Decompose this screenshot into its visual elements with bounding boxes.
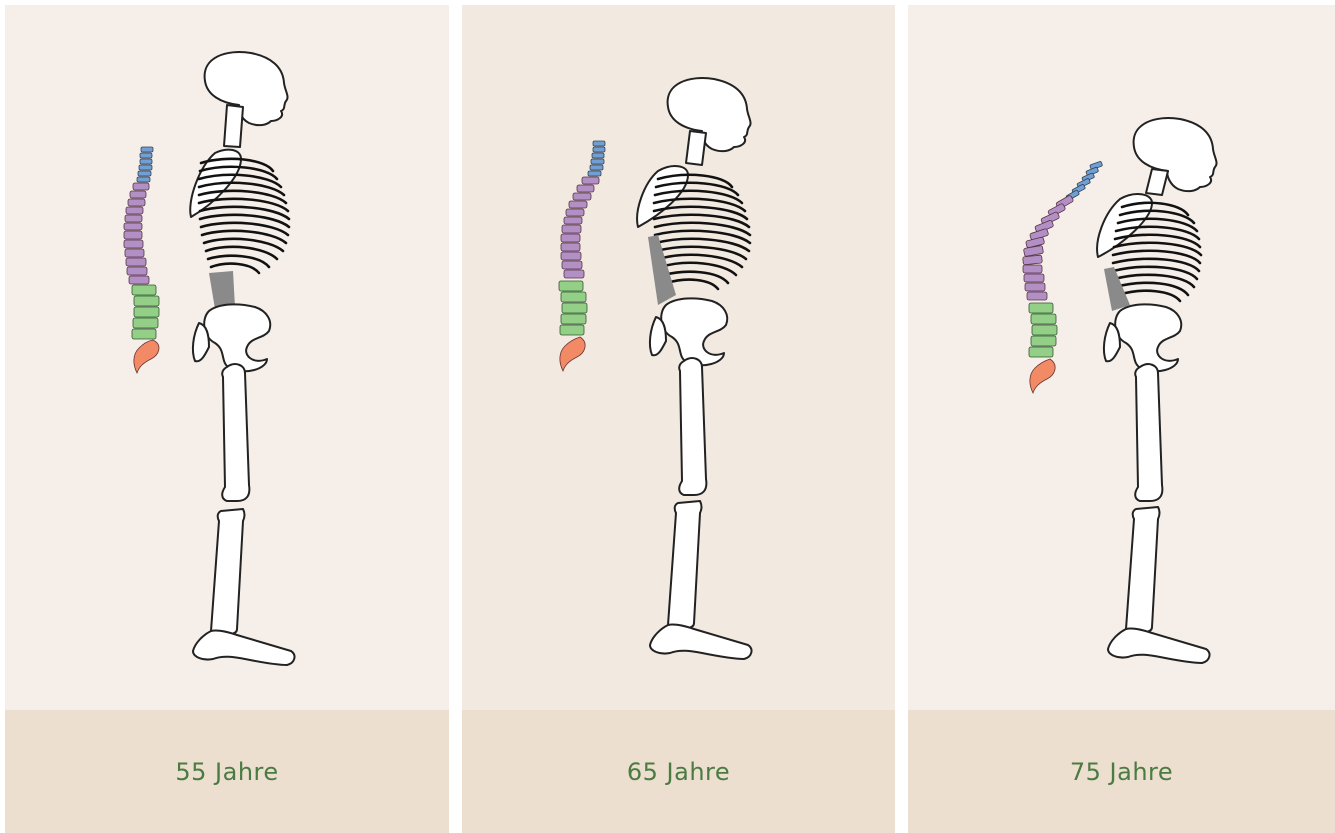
skeleton-illustration — [462, 5, 895, 710]
pelvis-front — [650, 317, 666, 355]
spine-diagram — [1023, 161, 1103, 393]
spine-thoracic — [561, 177, 599, 278]
panel-age-55: 55 Jahre — [5, 5, 449, 833]
skeleton-illustration — [908, 5, 1335, 710]
spine-diagram — [124, 147, 159, 373]
spine-lumbar — [132, 285, 159, 339]
spine-sacrum — [560, 337, 585, 371]
skeleton — [1097, 118, 1216, 663]
tibia — [1126, 507, 1160, 632]
neck — [1146, 169, 1168, 195]
caption-bar: 55 Jahre — [5, 710, 449, 833]
skeleton — [190, 52, 294, 665]
spine-lumbar — [1029, 303, 1057, 357]
skull — [668, 78, 751, 151]
femur — [222, 364, 249, 501]
caption-bar: 75 Jahre — [908, 710, 1335, 833]
spine-cervical — [588, 141, 605, 176]
spine-diagram — [559, 141, 605, 371]
lumbar-column — [1104, 267, 1130, 311]
skeleton-illustration — [5, 5, 449, 710]
spine-thoracic — [1023, 195, 1074, 300]
spine-cervical — [1066, 161, 1103, 201]
pelvis-front — [193, 323, 209, 361]
age-label: 65 Jahre — [627, 758, 730, 786]
neck — [686, 131, 706, 165]
tibia — [668, 501, 702, 628]
lumbar-column — [648, 235, 676, 305]
spine-thoracic — [124, 183, 149, 284]
age-label: 55 Jahre — [175, 758, 278, 786]
age-label: 75 Jahre — [1070, 758, 1173, 786]
spine-sacrum — [1030, 359, 1055, 393]
spine-cervical — [137, 147, 153, 182]
spine-lumbar — [559, 281, 587, 335]
ribcage — [199, 159, 289, 273]
neck — [224, 105, 243, 147]
pelvis — [1115, 304, 1181, 371]
foot — [650, 624, 751, 659]
skull — [205, 52, 288, 125]
spine-sacrum — [134, 340, 159, 373]
femur — [1135, 364, 1162, 501]
illustration-area — [5, 5, 449, 710]
skeleton — [637, 78, 751, 659]
illustration-area — [462, 5, 895, 710]
panel-age-75: 75 Jahre — [908, 5, 1335, 833]
pelvis — [661, 298, 727, 365]
illustration-area — [908, 5, 1335, 710]
pelvis-front — [1104, 323, 1120, 361]
caption-bar: 65 Jahre — [462, 710, 895, 833]
femur — [679, 358, 706, 495]
panel-age-65: 65 Jahre — [462, 5, 895, 833]
skull — [1134, 118, 1217, 191]
foot — [193, 630, 294, 665]
pelvis — [204, 304, 270, 371]
lumbar-column — [209, 271, 235, 309]
tibia — [211, 509, 245, 634]
foot — [1108, 628, 1209, 663]
